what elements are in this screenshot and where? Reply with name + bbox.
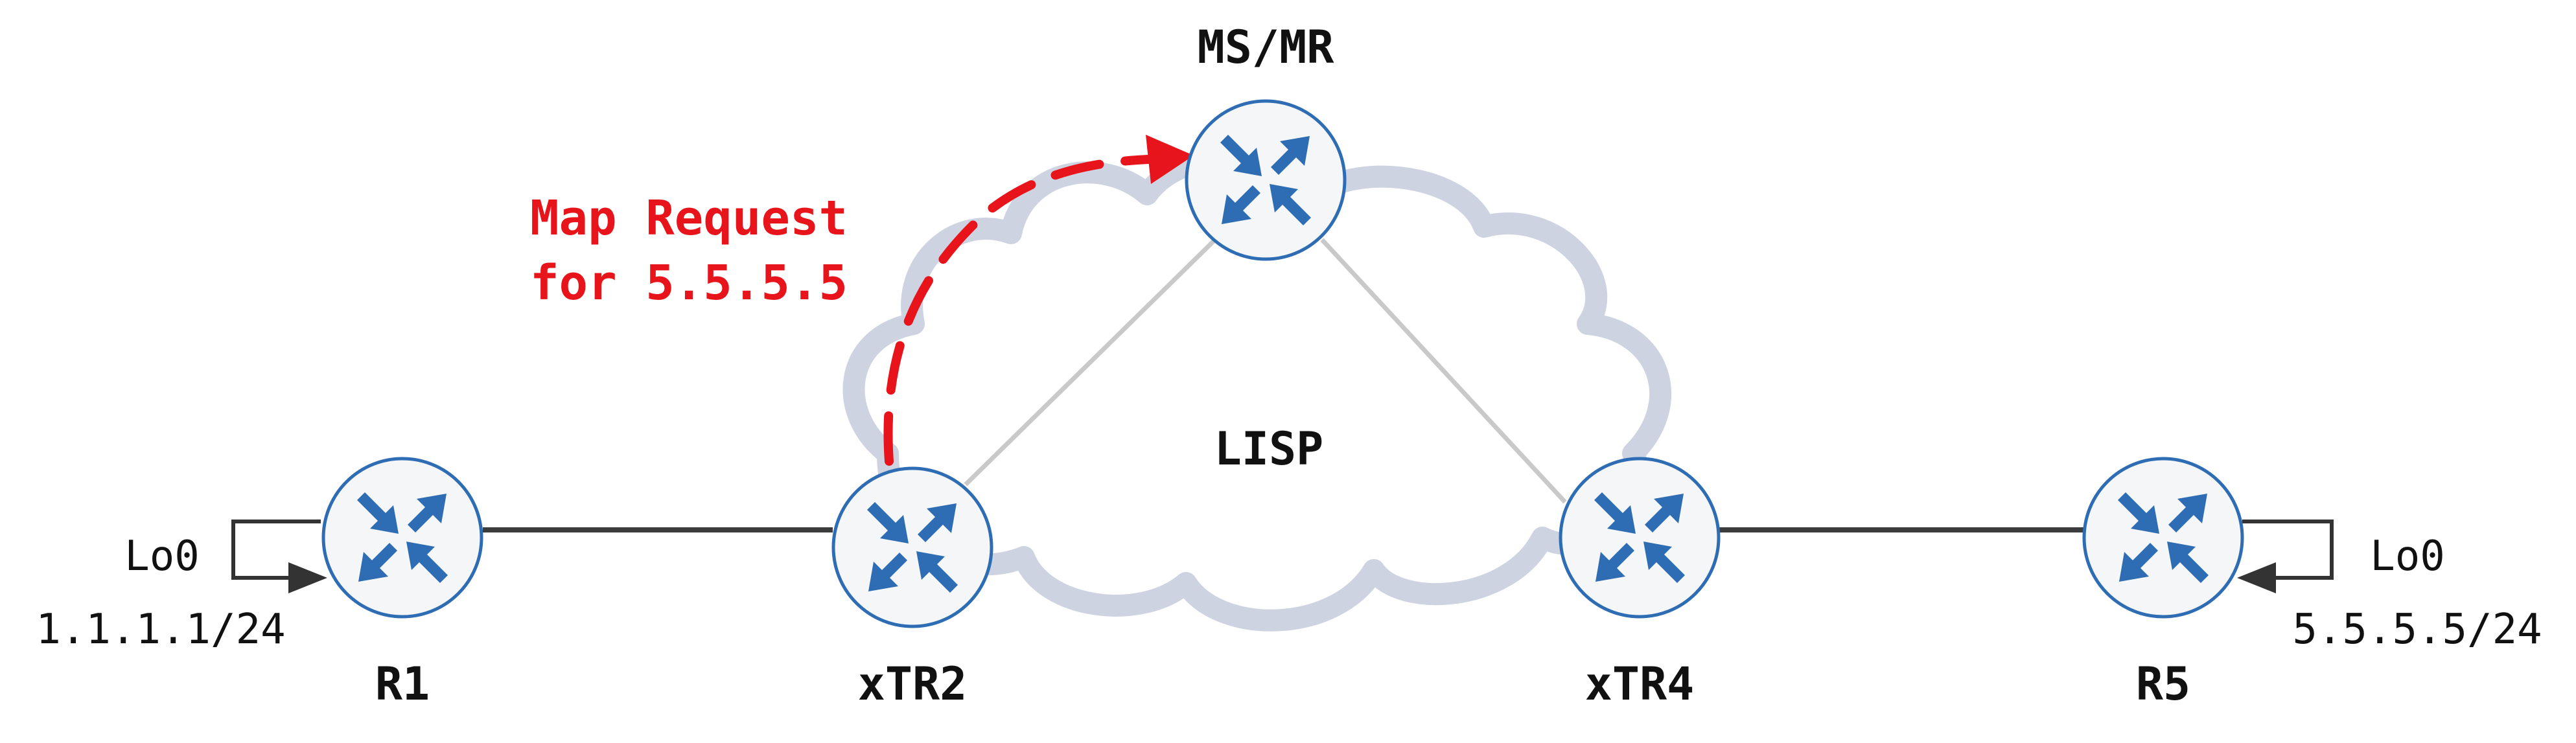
annotation-line-2: for 5.5.5.5 bbox=[530, 255, 848, 311]
router-r5[interactable] bbox=[2082, 457, 2244, 619]
r5-loopback-name: Lo0 bbox=[2370, 532, 2445, 580]
loopback-arrowhead-icon bbox=[288, 562, 327, 593]
lisp-cloud bbox=[842, 146, 1672, 632]
annotation-line-1: Map Request bbox=[530, 190, 848, 246]
label-r1: R1 bbox=[375, 657, 430, 711]
label-r5: R5 bbox=[2136, 657, 2190, 711]
loopback-r5 bbox=[2237, 520, 2334, 593]
link-msmr-xtr4 bbox=[1320, 238, 1567, 504]
router-r1[interactable] bbox=[321, 457, 483, 619]
arrowhead-icon bbox=[1146, 135, 1194, 184]
loopback-r1 bbox=[231, 520, 327, 593]
router-xtr4[interactable] bbox=[1559, 457, 1721, 619]
cloud-label: LISP bbox=[1214, 422, 1324, 475]
label-msmr: MS/MR bbox=[1198, 21, 1335, 74]
label-xtr4: xTR4 bbox=[1585, 657, 1695, 711]
r1-loopback-name: Lo0 bbox=[124, 532, 200, 580]
r5-loopback-address: 5.5.5.5/24 bbox=[2292, 606, 2542, 654]
loopback-arrowhead-icon bbox=[2237, 562, 2276, 593]
router-msmr[interactable] bbox=[1185, 99, 1347, 261]
link-xtr2-msmr bbox=[964, 238, 1217, 486]
map-request-arrow bbox=[883, 135, 1194, 466]
router-xtr2[interactable] bbox=[831, 466, 993, 628]
r1-loopback-address: 1.1.1.1/24 bbox=[36, 606, 285, 654]
label-xtr2: xTR2 bbox=[858, 657, 968, 711]
